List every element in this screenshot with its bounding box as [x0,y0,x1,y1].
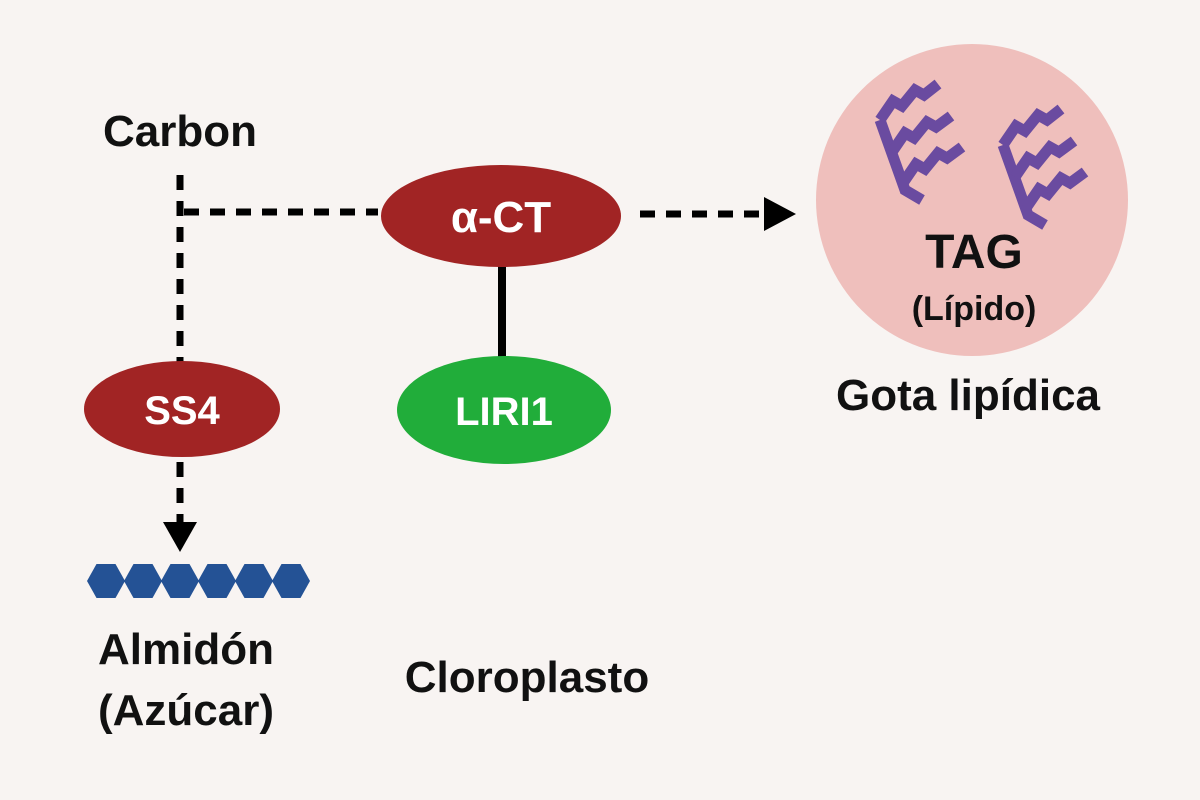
starch-unit-hexagon [198,564,236,598]
liri1-ellipse [397,356,611,464]
arrowhead-right [764,197,796,231]
tag-sublabel: (Lípido) [912,290,1037,328]
tag-molecule-icon [874,79,966,205]
starch-unit-hexagon [235,564,273,598]
starch-unit-hexagon [161,564,199,598]
starch-unit-hexagon [272,564,310,598]
starch-unit-hexagon [87,564,125,598]
starch-unit-hexagon [124,564,162,598]
chloroplast-label: Cloroplasto [405,653,649,702]
liri1-label: LIRI1 [455,390,553,434]
starch-sublabel: (Azúcar) [98,686,274,735]
tag-molecule-icon [997,104,1089,230]
ss4-ellipse [84,361,280,457]
tag-label: TAG [925,226,1023,279]
act-label: α-CT [451,193,551,242]
starch-label: Almidón [98,625,274,674]
ss4-label: SS4 [144,389,220,433]
act-ellipse [381,165,621,267]
liri1-node: LIRI1 [397,356,611,464]
lipid-droplet-label: Gota lipídica [836,371,1101,420]
starch-chain-icon [87,564,310,598]
act-node: α-CT [381,165,621,267]
ss4-node: SS4 [84,361,280,457]
carbon-label: Carbon [103,107,257,156]
arrowhead-down [163,522,197,552]
